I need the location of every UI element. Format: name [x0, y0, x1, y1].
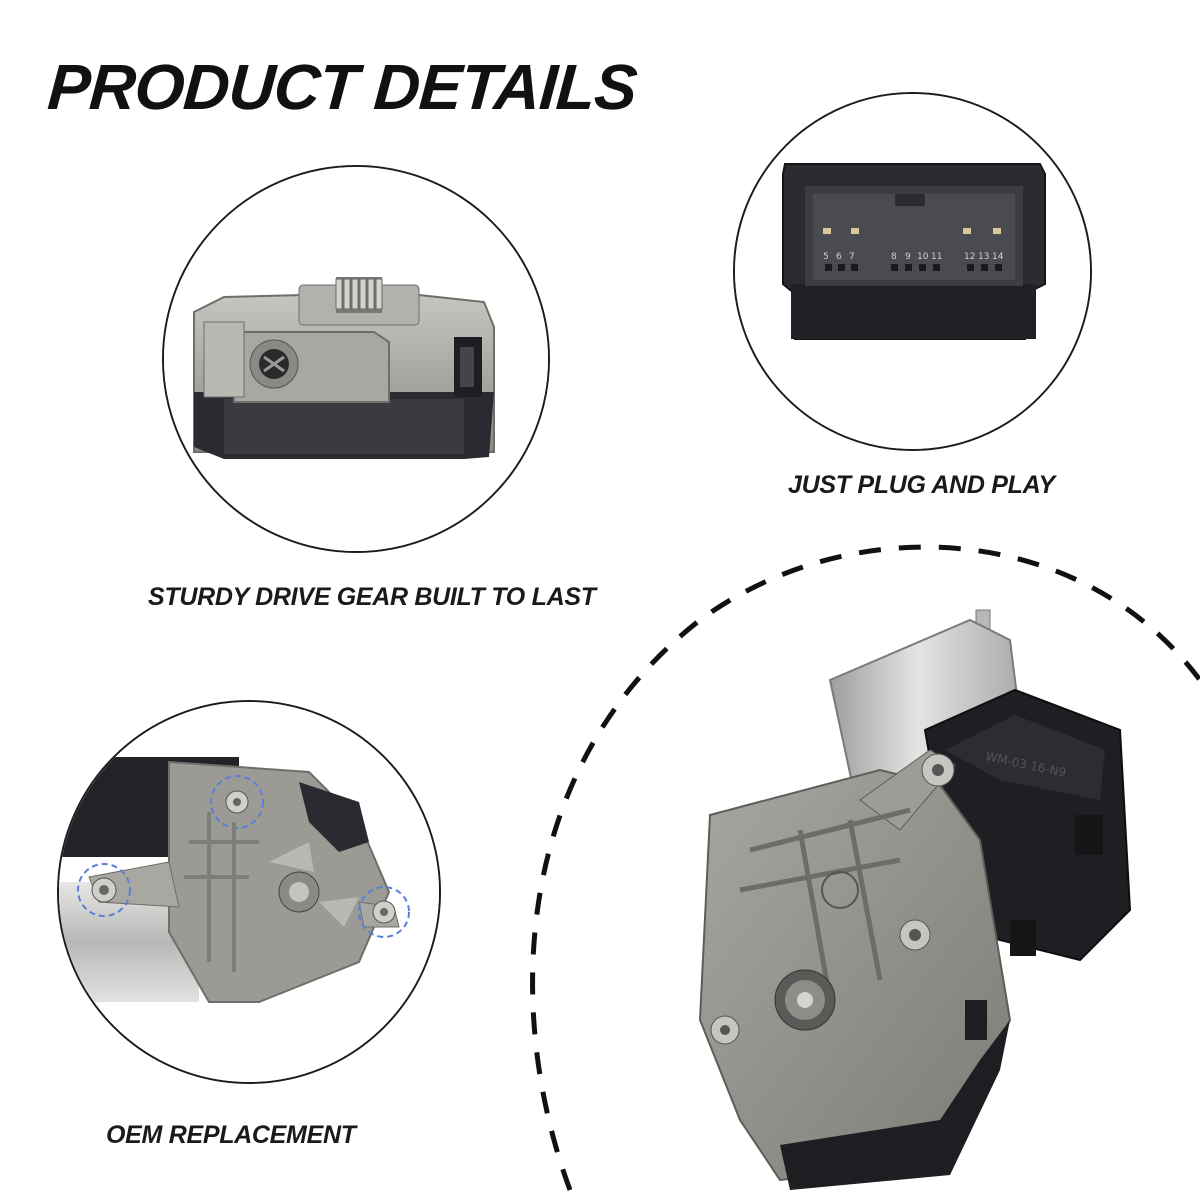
- pin-label-5: 5: [823, 252, 829, 262]
- main-motor-image: WM-03 16-N9: [698, 609, 1132, 1190]
- pin-label-12: 12: [964, 252, 975, 262]
- page-heading: PRODUCT DETAILS: [45, 51, 639, 123]
- oem-caption: OEM REPLACEMENT: [106, 1121, 356, 1149]
- pin-label-6: 6: [836, 252, 842, 262]
- pin-label-10: 10: [917, 252, 929, 262]
- plug-caption: JUST PLUG AND PLAY: [788, 471, 1055, 499]
- pin-label-11: 11: [931, 252, 942, 262]
- pin-label-7: 7: [849, 252, 855, 262]
- pin-label-14: 14: [992, 252, 1004, 262]
- gear-detail-illustration: [164, 167, 548, 551]
- connector-illustration: 5 6 7 8 9 10 11 12 13 14: [735, 94, 1090, 449]
- mounting-detail-image: [57, 700, 441, 1084]
- gear-caption: STURDY DRIVE GEAR BUILT TO LAST: [148, 583, 596, 611]
- connector-detail-image: 5 6 7 8 9 10 11 12 13 14: [733, 92, 1092, 451]
- pin-label-9: 9: [905, 252, 911, 262]
- pin-label-13: 13: [978, 252, 989, 262]
- mounting-illustration: [59, 702, 439, 1082]
- pin-label-8: 8: [891, 252, 897, 262]
- gear-detail-image: [162, 165, 550, 553]
